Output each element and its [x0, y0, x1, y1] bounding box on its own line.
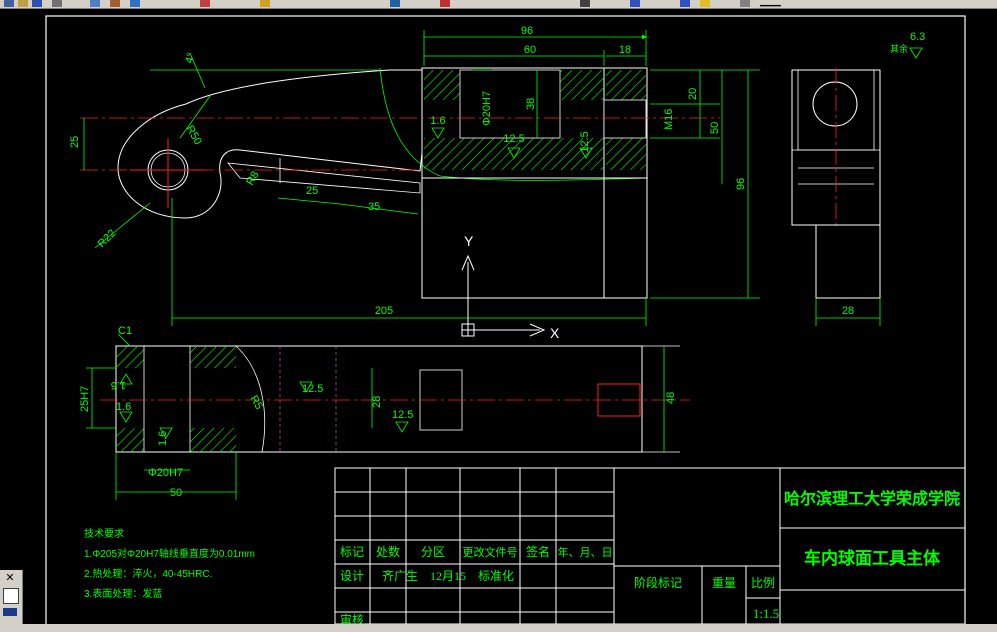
dim-48: 48	[665, 392, 677, 404]
save-icon[interactable]	[32, 0, 42, 7]
properties-icon[interactable]	[580, 0, 590, 7]
dim-1-6-top: 1.6	[430, 115, 445, 127]
title-block	[334, 467, 966, 624]
tb-fenqu: 分区	[421, 545, 445, 559]
dim-25-left: 25	[69, 136, 81, 148]
dim-12-5-a: 12.5	[503, 133, 524, 145]
tb-date: 12月15	[430, 569, 466, 583]
layer-dropdown[interactable]: ▁▁▁	[760, 0, 781, 7]
dim-phi20h7: Φ20H7	[481, 91, 493, 126]
dim-25h7: 25H7	[79, 386, 91, 412]
tb-zhongliang: 重量	[712, 576, 736, 590]
dim-50: 50	[170, 487, 182, 499]
dim-28-side: 28	[842, 305, 854, 317]
tb-designer: 齐广生	[382, 568, 418, 583]
palette-tab[interactable]	[3, 608, 17, 616]
tb-scale: 1:1.5	[753, 606, 779, 621]
dim-1-6-b: 1.6	[116, 401, 131, 413]
dim-35: 35	[368, 201, 380, 213]
qiyu-label: 其余	[890, 43, 908, 54]
command-palette: ✕	[0, 570, 23, 632]
axis-x-label: X	[550, 325, 560, 341]
layer-icon[interactable]	[630, 0, 640, 7]
front-view: 96 60 18 4° 6.3 其余 R50 25 1.6 Φ20H7 38 1…	[69, 25, 925, 341]
tb-jieduan: 阶段标记	[634, 575, 682, 590]
open-file-icon[interactable]	[18, 0, 28, 7]
dim-1-6-a: 1.6	[111, 379, 126, 391]
layer-state-icon[interactable]	[680, 0, 690, 7]
cad-toolbar: ▁▁▁	[0, 0, 997, 9]
dim-96-top: 96	[521, 25, 533, 37]
tb-qianming: 签名	[526, 544, 550, 559]
redo-icon[interactable]	[260, 0, 270, 7]
dim-12-5-c: 12.5	[302, 383, 323, 395]
part-name: 车内球面工具主体	[804, 548, 941, 568]
dim-25-mid: 25	[306, 185, 318, 197]
drawing-frame	[45, 15, 966, 624]
school-name: 哈尔滨理工大学荣成学院	[784, 489, 960, 508]
pan-icon[interactable]	[390, 0, 400, 7]
tb-date-header: 年、月、日	[558, 545, 613, 559]
dim-50-right: 50	[709, 122, 721, 134]
ucs-icon	[461, 254, 546, 337]
dim-6-3: 6.3	[910, 31, 925, 43]
tb-biaoji: 标记	[340, 545, 364, 559]
close-icon[interactable]: ✕	[5, 571, 15, 584]
new-file-icon[interactable]	[4, 0, 14, 7]
side-view: 28	[791, 68, 881, 326]
tb-bili: 比例	[751, 576, 775, 590]
print-icon[interactable]	[52, 0, 62, 7]
dim-20: 20	[687, 88, 699, 100]
tb-biaozhunhua: 标准化	[478, 569, 514, 583]
tech-note-3: 3.表面处理：发蓝	[84, 587, 162, 600]
dim-m16: M16	[663, 109, 675, 130]
drawing-canvas[interactable]: 96 60 18 4° 6.3 其余 R50 25 1.6 Φ20H7 38 1…	[0, 8, 997, 624]
dim-28: 28	[371, 396, 383, 408]
light-bulb-icon[interactable]	[700, 0, 710, 7]
tb-chushu: 处数	[376, 544, 400, 559]
axis-y-label: Y	[464, 233, 474, 249]
dim-18: 18	[619, 44, 631, 56]
tech-note-1: 1.Φ205对Φ20H7轴线垂直度为0.01mm	[84, 547, 255, 560]
tb-gengai: 更改文件号	[463, 545, 518, 559]
tb-shenhe: 审核	[340, 612, 364, 624]
tech-note-2: 2.热处理：淬火，40-45HRC.	[84, 567, 212, 580]
zoom-icon[interactable]	[440, 0, 450, 7]
copy-icon[interactable]	[110, 0, 120, 7]
top-view-bottom: C1 1.6 25H7 1.6 1.6 R5 12.5 28 12.5 48 Φ…	[79, 325, 690, 500]
dim-c1: C1	[118, 325, 132, 337]
dim-96-right: 96	[735, 178, 747, 190]
undo-icon[interactable]	[200, 0, 210, 7]
dim-38: 38	[525, 98, 537, 110]
dim-12-5-b: 12.5	[579, 131, 591, 152]
tb-sheji: 设计	[340, 569, 364, 583]
lock-icon[interactable]	[740, 0, 750, 7]
technical-requirements: 技术要求 1.Φ205对Φ20H7轴线垂直度为0.01mm 2.热处理：淬火，4…	[84, 527, 255, 600]
dim-60: 60	[524, 44, 536, 56]
status-bar	[0, 624, 997, 632]
dim-r50: R50	[183, 124, 203, 147]
paste-icon[interactable]	[130, 0, 140, 7]
dim-12-5-d: 12.5	[392, 409, 413, 421]
dim-205: 205	[375, 305, 393, 317]
dim-4-deg: 4°	[183, 51, 197, 64]
dim-r22: R22	[96, 227, 119, 250]
palette-button[interactable]	[3, 588, 19, 604]
cut-icon[interactable]	[90, 0, 100, 7]
dim-phi20h7-b: Φ20H7	[148, 467, 183, 479]
tech-notes-title: 技术要求	[84, 527, 124, 540]
dim-1-6-c: 1.6	[157, 431, 169, 446]
dim-r8: R8	[244, 169, 261, 187]
